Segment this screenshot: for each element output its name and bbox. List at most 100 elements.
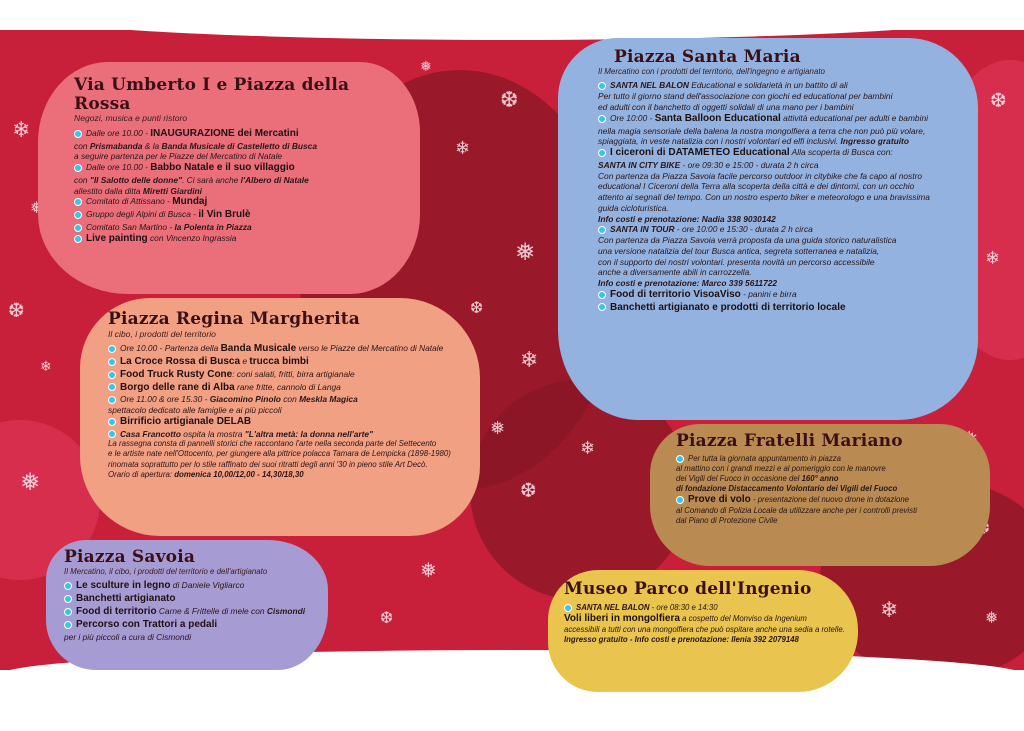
event-item: Food di territorio Carne & Frittelle di … [64,606,314,619]
section-title: Museo Parco dell'Ingenio [564,579,812,599]
event-item: al mattino con i grandi mezzi e al pomer… [676,463,886,473]
section-fratelli-mariano: Piazza Fratelli Mariano Per tutta la gio… [650,424,990,566]
snowflake-icon: ❆ [380,608,394,627]
snowflake-icon: ❄ [40,359,52,375]
snowflake-icon: ❆ [470,298,484,317]
snowflake-icon: ❅ [490,418,506,439]
bullet-icon [108,396,116,405]
event-item: Banchetti artigianato e prodotti di terr… [598,302,962,315]
bullet-icon [676,495,684,504]
event-item: a seguire partenza per le Piazze del Mer… [74,151,283,162]
event-item: Con partenza da Piazza Savoia verrà prop… [598,235,897,246]
section-savoia: Piazza Savoia Il Mercatino, il cibo, i p… [46,540,328,670]
event-item: con "Il Salotto delle donne". Ci sarà an… [74,174,309,185]
event-item: una versione natalizia del tour Busca an… [598,245,880,256]
event-item: di fondazione Distaccamento Volontario d… [676,483,898,493]
event-item: per i più piccoli a cura di Cismondi [64,631,192,642]
event-item: Ore 10:00 - Santa Balloon Educational at… [598,113,962,126]
event-item: Ingresso gratuito - Info costi e prenota… [564,635,799,645]
event-item: Ore 11.00 & ore 15.30 - Giacomino Pinolo… [108,394,464,405]
event-item: Dalle ore 10.00 - Babbo Natale e il suo … [74,162,404,175]
section-subtitle: Il cibo, i prodotti del territorio [108,328,216,339]
bullet-icon [598,114,606,123]
event-item: attento ai segnali del tempo. Con un nos… [598,192,930,203]
bullet-icon [74,223,82,232]
section-regina-margherita: Piazza Regina Margherita Il cibo, i prod… [80,298,480,536]
section-santa-maria: Piazza Santa Maria Il Mercatino con i pr… [558,38,978,420]
bullet-icon [598,290,606,299]
bullet-icon [74,234,82,243]
bullet-icon [108,344,116,353]
event-item: Voli liberi in mongolfiera a cospetto de… [564,612,807,624]
snowflake-icon: ❅ [985,608,999,627]
section-title: Piazza Fratelli Mariano [676,431,903,451]
event-item: Live painting con Vincenzo Ingrassia [74,233,404,246]
event-item: spiaggiata, in veste natalizia con i nos… [598,136,909,147]
event-item: allestito dalla ditta Miretti Giardini [74,185,203,196]
bullet-icon [74,163,82,172]
event-item: Percorso con Trattori a pedali [64,619,314,632]
event-item: Le sculture in legno di Daniele Vigliarc… [64,580,314,593]
section-title: Piazza Regina Margherita [108,309,361,329]
event-item: dal Piano di Protezione Civile [676,516,778,526]
snowflake-icon: ❅ [420,59,432,75]
event-item: Orario di apertura: domenica 10,00/12,00… [108,469,304,479]
bullet-icon [108,383,116,392]
section-title: Via Umberto I e Piazza della Rossa [74,75,350,114]
event-item: La Croce Rossa di Busca e trucca bimbi [108,356,464,369]
bullet-icon [64,582,72,591]
event-item: nella magia sensoriale della balena la n… [598,125,926,136]
bullet-icon [598,226,606,235]
section-subtitle: Negozi, musica e punti ristoro [74,113,188,124]
section-title: Piazza Santa Maria [614,47,801,67]
snowflake-icon: ❄ [985,248,1001,269]
event-item: Casa Francotto ospita la mostra "L'altra… [108,429,464,440]
event-item: ed adulti con il banchetto di oggetti so… [598,101,854,112]
event-item: La rassegna consta di pannelli storici c… [108,439,437,449]
event-item: Birrificio artigianale DELAB [108,416,464,429]
snowflake-icon: ❆ [500,88,519,113]
event-item: Per tutta la giornata appuntamento in pi… [676,454,976,464]
bullet-icon [676,454,684,463]
snowflake-icon: ❆ [990,88,1007,112]
event-item: dei Vigili del Fuoco in occasione del 16… [676,473,839,483]
event-item: Info costi e prenotazione: Nadia 338 903… [598,213,776,224]
bullet-icon [598,303,606,312]
bullet-icon [564,603,572,612]
snowflake-icon: ❄ [520,348,539,373]
event-item: al Comando di Polizia Locale da utilizza… [676,506,917,516]
bullet-icon [64,594,72,603]
bullet-icon [108,417,116,426]
bullet-icon [598,82,606,91]
section-title: Piazza Savoia [64,547,196,567]
event-item: Comitato di Attissano - Mundaj [74,196,404,209]
event-item: educational I Ciceroni della Terra alla … [598,181,915,192]
snowflake-icon: ❅ [515,238,536,266]
event-item: SANTA IN TOUR - ore 10:00 e 15:30 - dura… [598,224,962,235]
bullet-icon [64,607,72,616]
event-item: Gruppo degli Alpini di Busca - il Vin Br… [74,209,404,222]
bullet-icon [74,211,82,219]
section-subtitle: Il Mercatino con i prodotti del territor… [598,66,825,76]
snowflake-icon: ❅ [420,558,437,582]
event-item: rinomata soprattutto per lo stile raffin… [108,459,428,469]
event-item: Banchetti artigianato [64,593,314,606]
bullet-icon [108,430,116,439]
event-item: Food Truck Rusty Cone: coni salati, frit… [108,369,464,382]
snowflake-icon: ❄ [12,118,31,143]
event-item: SANTA NEL BALON Educational e solidariet… [598,80,962,91]
event-item: accessibili a tutti con una mongolfiera … [564,625,845,635]
event-item: SANTA NEL BALON - ore 08:30 e 14:30 [564,603,846,613]
bullet-icon [108,370,116,379]
event-item: con Prismabanda & la Banda Musicale di C… [74,140,317,151]
event-item: guida cicloturistica. [598,202,669,213]
section-subtitle: Il Mercatino, il cibo, i prodotti del te… [64,566,268,576]
event-item: anche a diversamente abili in carrozzell… [598,267,752,278]
snowflake-icon: ❄ [580,438,596,459]
event-item: Borgo delle rane di Alba rane fritte, ca… [108,382,464,395]
event-item: Con partenza da Piazza Savoia facile per… [598,170,923,181]
section-museo-ingenio: Museo Parco dell'Ingenio SANTA NEL BALON… [548,570,858,692]
event-item: Ore 10.00 - Partenza della Banda Musical… [108,343,464,356]
bullet-icon [74,198,82,207]
